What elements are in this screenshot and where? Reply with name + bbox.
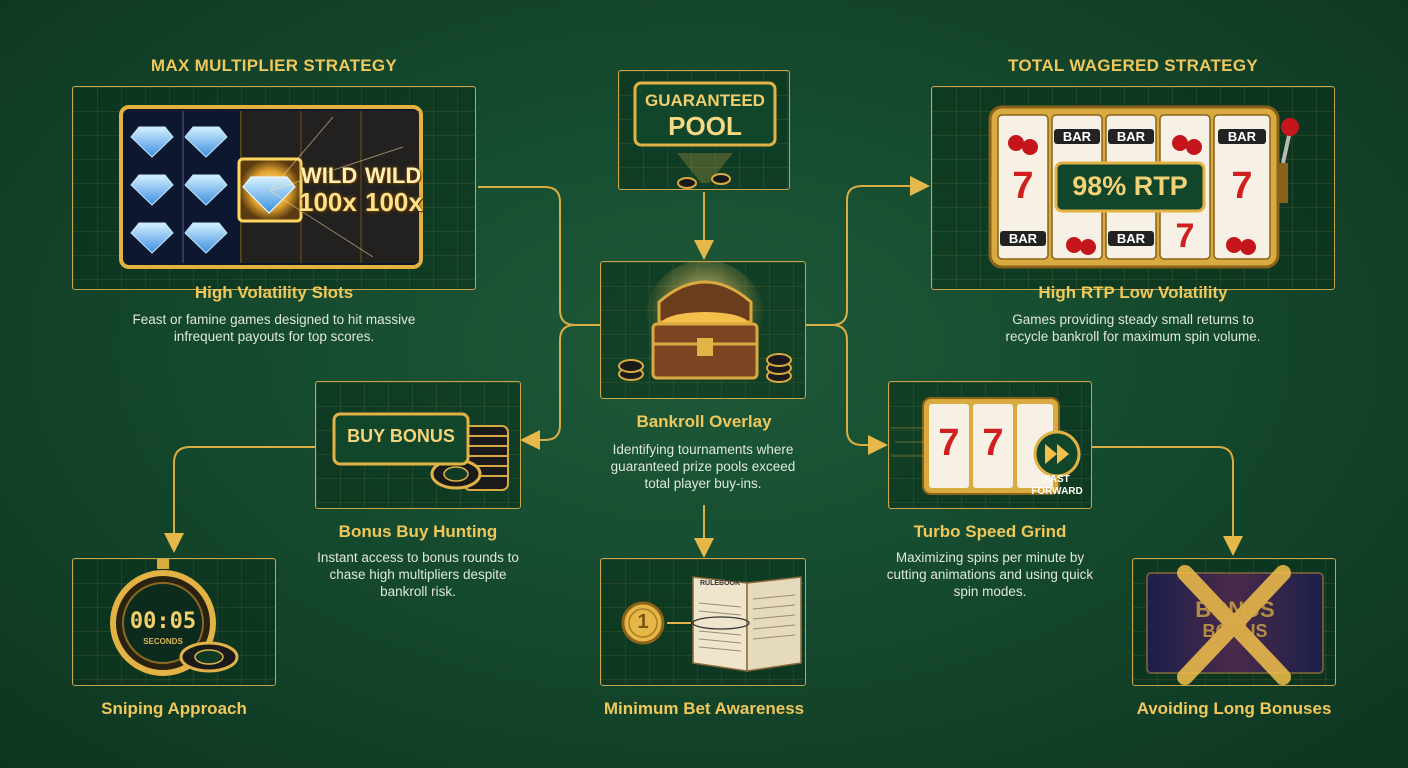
diamond-icon [130, 126, 228, 254]
guaranteed-pool-frame: GUARANTEED POOL [618, 70, 790, 190]
min-bet-frame: 1 RULEBOOK [600, 558, 806, 686]
wild-label-2: WILD [365, 163, 422, 188]
max-multiplier-heading: MAX MULTIPLIER STRATEGY [150, 56, 398, 75]
pool-label: POOL [668, 111, 742, 141]
sniping-title: Sniping Approach [101, 699, 247, 718]
seven-symbol-3: 7 [1175, 217, 1195, 255]
high-rtp-description: Games providing steady small returns to … [1005, 312, 1261, 344]
timer-value: 00:05 [129, 609, 197, 634]
turbo-title: Turbo Speed Grind [913, 522, 1067, 541]
turbo-seven-1: 7 [938, 422, 960, 464]
bar-symbol-2: BAR [1108, 129, 1154, 144]
high-rtp-frame: 98% RTP BAR BAR BAR BAR BAR 7 7 7 [931, 86, 1335, 290]
treasure-chest-icon [651, 280, 759, 380]
rulebook-label: RULEBOOK [699, 580, 741, 587]
seven-symbol-2: 7 [1231, 165, 1253, 207]
bonus-buy-title: Bonus Buy Hunting [338, 522, 498, 541]
bankroll-overlay-title: Bankroll Overlay [636, 412, 772, 431]
total-wagered-heading: TOTAL WAGERED STRATEGY [1008, 56, 1258, 75]
turbo-description: Maximizing spins per minute by cutting a… [886, 550, 1094, 599]
multiplier-2: 100x [365, 187, 423, 217]
cherry-icon [1008, 135, 1256, 255]
bankroll-overlay-frame [600, 261, 806, 399]
seven-symbol-1: 7 [1012, 165, 1034, 207]
fast-forward-icon [1033, 430, 1081, 478]
forward-label: FORWARD [1031, 486, 1083, 497]
chip-icon [179, 641, 239, 673]
avoid-bonus-frame: BONUS BONUS [1132, 558, 1336, 686]
guaranteed-label: GUARANTEED [645, 91, 765, 110]
bankroll-overlay-description: Identifying tournaments where guaranteed… [610, 442, 796, 491]
rulebook-icon [692, 576, 802, 672]
bar-symbol-1: BAR [1054, 129, 1100, 144]
stopwatch-icon [110, 559, 216, 676]
connector-high-volatility-to-overlay [478, 186, 600, 326]
connector-bonus-buy-to-sniping [164, 446, 315, 553]
bar-symbol-5: BAR [1108, 231, 1154, 246]
turbo-frame: 7 7 FAST FORWARD [888, 381, 1092, 509]
bonus-label-1: BONUS [1195, 597, 1275, 622]
buy-bonus-button-shape [332, 412, 470, 466]
coin-label: 1 [637, 611, 649, 633]
high-rtp-title: High RTP Low Volatility [1038, 283, 1228, 302]
fast-label: FAST [1044, 474, 1070, 485]
timer-unit: SECONDS [143, 637, 183, 646]
connector-overlay-to-high-rtp [806, 176, 930, 326]
bonus-buy-description: Instant access to bonus rounds to chase … [317, 550, 519, 599]
bar-symbol-3: BAR [1218, 129, 1266, 144]
rtp-label: 98% RTP [1072, 171, 1188, 201]
wild-label-1: WILD [301, 163, 358, 188]
bonus-label-2: BONUS [1202, 621, 1268, 641]
turbo-seven-2: 7 [982, 422, 1004, 464]
sniping-frame: 00:05 SECONDS [72, 558, 276, 686]
high-volatility-description: Feast or famine games designed to hit ma… [132, 312, 416, 344]
avoid-bonus-title: Avoiding Long Bonuses [1136, 699, 1332, 718]
lever-icon [1278, 118, 1299, 203]
cross-out-icon [1177, 565, 1291, 685]
coin-icon [621, 601, 665, 645]
min-bet-title: Minimum Bet Awareness [603, 699, 805, 718]
bar-symbol-4: BAR [1000, 231, 1046, 246]
buy-bonus-button[interactable]: BUY BONUS [347, 426, 455, 446]
bonus-buy-frame: BUY BONUS [315, 381, 521, 509]
connector-turbo-to-avoid [1092, 446, 1243, 556]
multiplier-1: 100x [299, 187, 357, 217]
high-volatility-title: High Volatility Slots [194, 283, 354, 302]
high-volatility-frame: WILD WILD 100x 100x [72, 86, 476, 290]
